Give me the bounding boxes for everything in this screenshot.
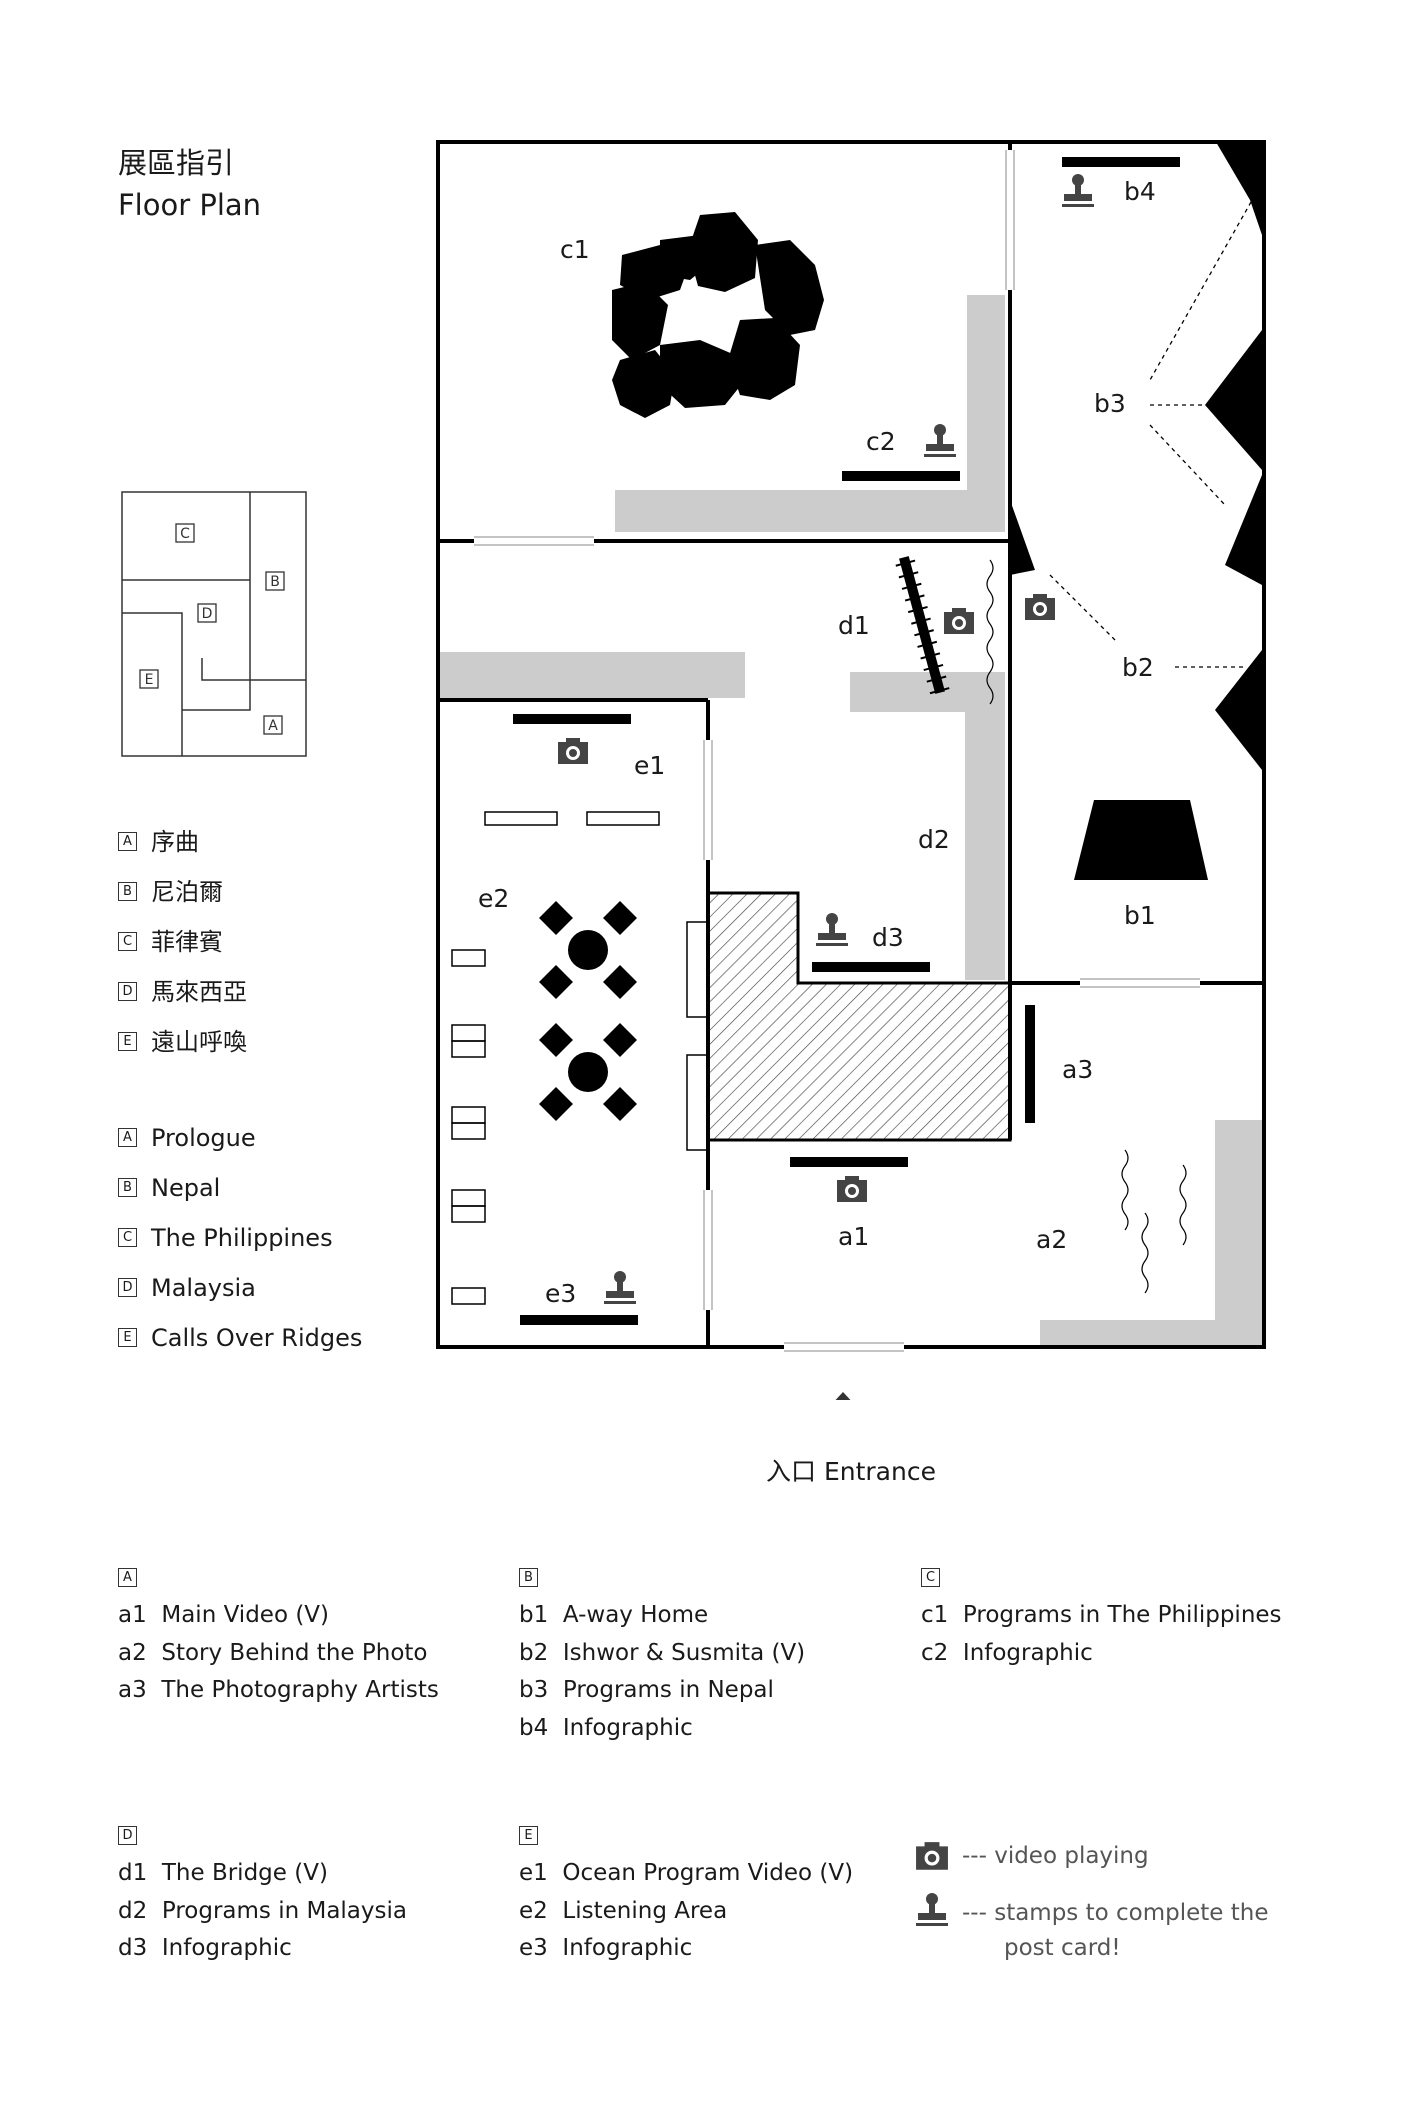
zone-item-a3: a3 The Photography Artists <box>118 1677 439 1703</box>
key-stamp-label-line1: --- stamps to complete the <box>962 1900 1269 1926</box>
zone-b-header: B <box>519 1567 552 1587</box>
label-e1: e1 <box>634 751 665 780</box>
gray-areas <box>440 295 1262 1347</box>
label-b4: b4 <box>1124 177 1156 206</box>
label-a1: a1 <box>838 1222 869 1251</box>
zone-item-e1: e1 Ocean Program Video (V) <box>519 1860 854 1886</box>
label-e2: e2 <box>478 884 509 913</box>
b-room-wedges <box>1010 142 1262 880</box>
minimap: C B D E A <box>121 491 307 757</box>
doorways <box>474 150 1200 1352</box>
zone-e-header: E <box>519 1825 552 1845</box>
zone-item-e3: e3 Infographic <box>519 1935 693 1961</box>
minimap-label-b: B <box>270 574 280 590</box>
page-title-en: Floor Plan <box>118 188 262 222</box>
camera-icon <box>1025 594 1055 620</box>
zone-item-c2: c2 Infographic <box>921 1640 1093 1666</box>
minimap-box-c <box>175 523 195 543</box>
camera-icon <box>944 608 974 634</box>
floor-plan: c1 c2 b4 b3 b2 b1 d1 d2 d3 e1 e2 e3 a1 a… <box>436 140 1266 1400</box>
key-camera-label: --- video playing <box>962 1843 1149 1869</box>
stamp-icon <box>604 1271 636 1304</box>
label-b3: b3 <box>1094 389 1126 418</box>
stamp-icon <box>816 913 848 946</box>
key-stamp-label-line2: post card! <box>1004 1935 1121 1961</box>
zone-item-e2: e2 Listening Area <box>519 1898 728 1924</box>
label-b2: b2 <box>1122 653 1154 682</box>
zone-item-c1: c1 Programs in The Philippines <box>921 1602 1282 1628</box>
zone-item-b4: b4 Infographic <box>519 1715 693 1741</box>
label-b1: b1 <box>1124 901 1156 930</box>
zone-item-b2: b2 Ishwor & Susmita (V) <box>519 1640 806 1666</box>
zone-item-a1: a1 Main Video (V) <box>118 1602 330 1628</box>
zone-item-d1: d1 The Bridge (V) <box>118 1860 328 1886</box>
page-title-zh: 展區指引 <box>118 146 235 180</box>
zone-item-b1: b1 A-way Home <box>519 1602 709 1628</box>
rock-ring <box>612 212 824 418</box>
minimap-label-e: E <box>145 672 154 688</box>
minimap-label-c: C <box>180 526 190 542</box>
label-a3: a3 <box>1062 1055 1093 1084</box>
camera-icon <box>837 1176 867 1202</box>
zone-d-header: D <box>118 1825 151 1845</box>
label-e3: e3 <box>545 1279 576 1308</box>
stamp-icon <box>1062 174 1094 207</box>
label-d3: d3 <box>872 923 904 952</box>
minimap-label-d: D <box>202 606 213 622</box>
key-stamp-icon <box>916 1893 948 1926</box>
camera-icon <box>558 738 588 764</box>
zone-item-b3: b3 Programs in Nepal <box>519 1677 774 1703</box>
label-c1: c1 <box>560 235 590 264</box>
zone-c-header: C <box>921 1567 954 1587</box>
zone-a-header: A <box>118 1567 151 1587</box>
hatched-block <box>706 891 1012 1142</box>
minimap-box-e <box>139 669 159 689</box>
key-camera-icon <box>916 1842 948 1870</box>
label-c2: c2 <box>866 427 896 456</box>
minimap-label-a: A <box>268 718 278 734</box>
minimap-box-b <box>265 571 285 591</box>
entrance-label: 入口 Entrance <box>766 1457 936 1486</box>
entrance-arrow-icon <box>835 1392 851 1400</box>
zone-item-d2: d2 Programs in Malaysia <box>118 1898 407 1924</box>
label-d2: d2 <box>918 825 950 854</box>
zone-item-d3: d3 Infographic <box>118 1935 292 1961</box>
label-d1: d1 <box>838 611 870 640</box>
minimap-box-d <box>197 603 217 623</box>
stamp-icon <box>924 424 956 457</box>
label-a2: a2 <box>1036 1225 1067 1254</box>
minimap-box-a <box>263 715 283 735</box>
zone-item-a2: a2 Story Behind the Photo <box>118 1640 428 1666</box>
